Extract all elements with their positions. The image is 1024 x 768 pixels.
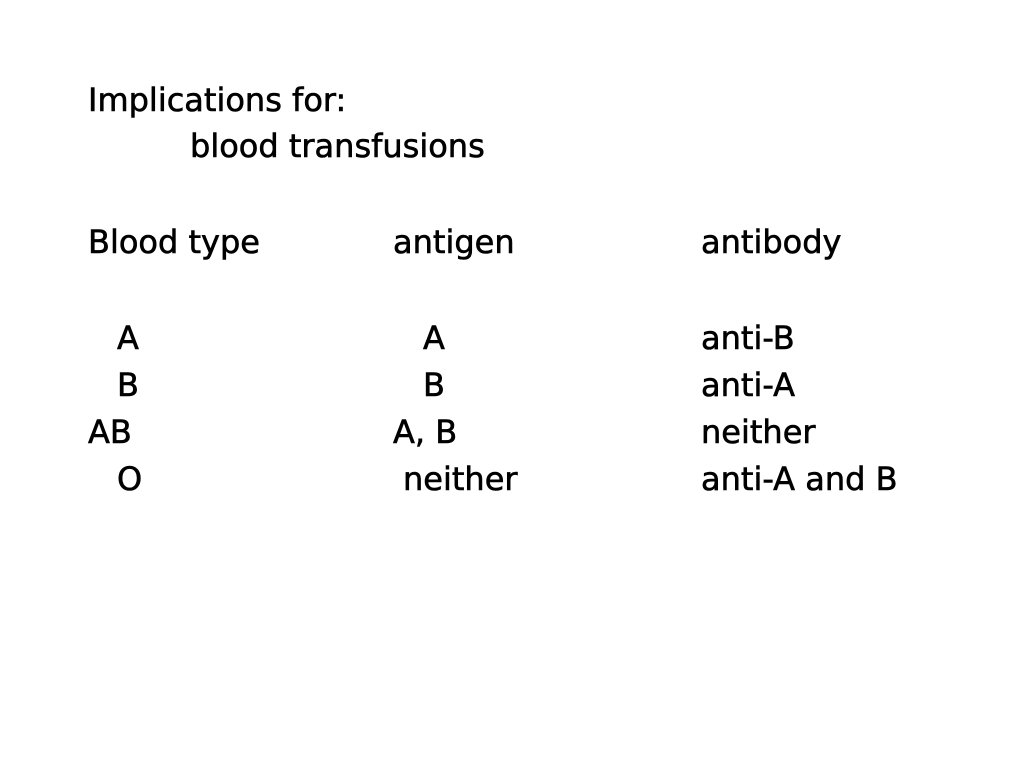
row-o-antibody: anti-A and B [701, 460, 898, 498]
row-b-antibody: anti-A [701, 366, 796, 404]
header-antigen: antigen [393, 223, 515, 261]
row-ab-blood-type: AB [88, 413, 132, 451]
header-blood-type: Blood type [88, 223, 261, 261]
row-a-blood-type: A [117, 319, 139, 357]
row-ab-antibody: neither [701, 413, 816, 451]
row-a-antigen: A [423, 319, 445, 357]
row-b-antigen: B [423, 366, 446, 404]
row-ab-antigen: A, B [393, 413, 458, 451]
header-antibody: antibody [701, 223, 842, 261]
slide-title: Implications for: [88, 81, 347, 119]
row-o-antigen: neither [403, 460, 518, 498]
slide-subtitle: blood transfusions [190, 127, 485, 165]
row-a-antibody: anti-B [701, 319, 795, 357]
row-b-blood-type: B [117, 366, 140, 404]
row-o-blood-type: O [117, 460, 143, 498]
